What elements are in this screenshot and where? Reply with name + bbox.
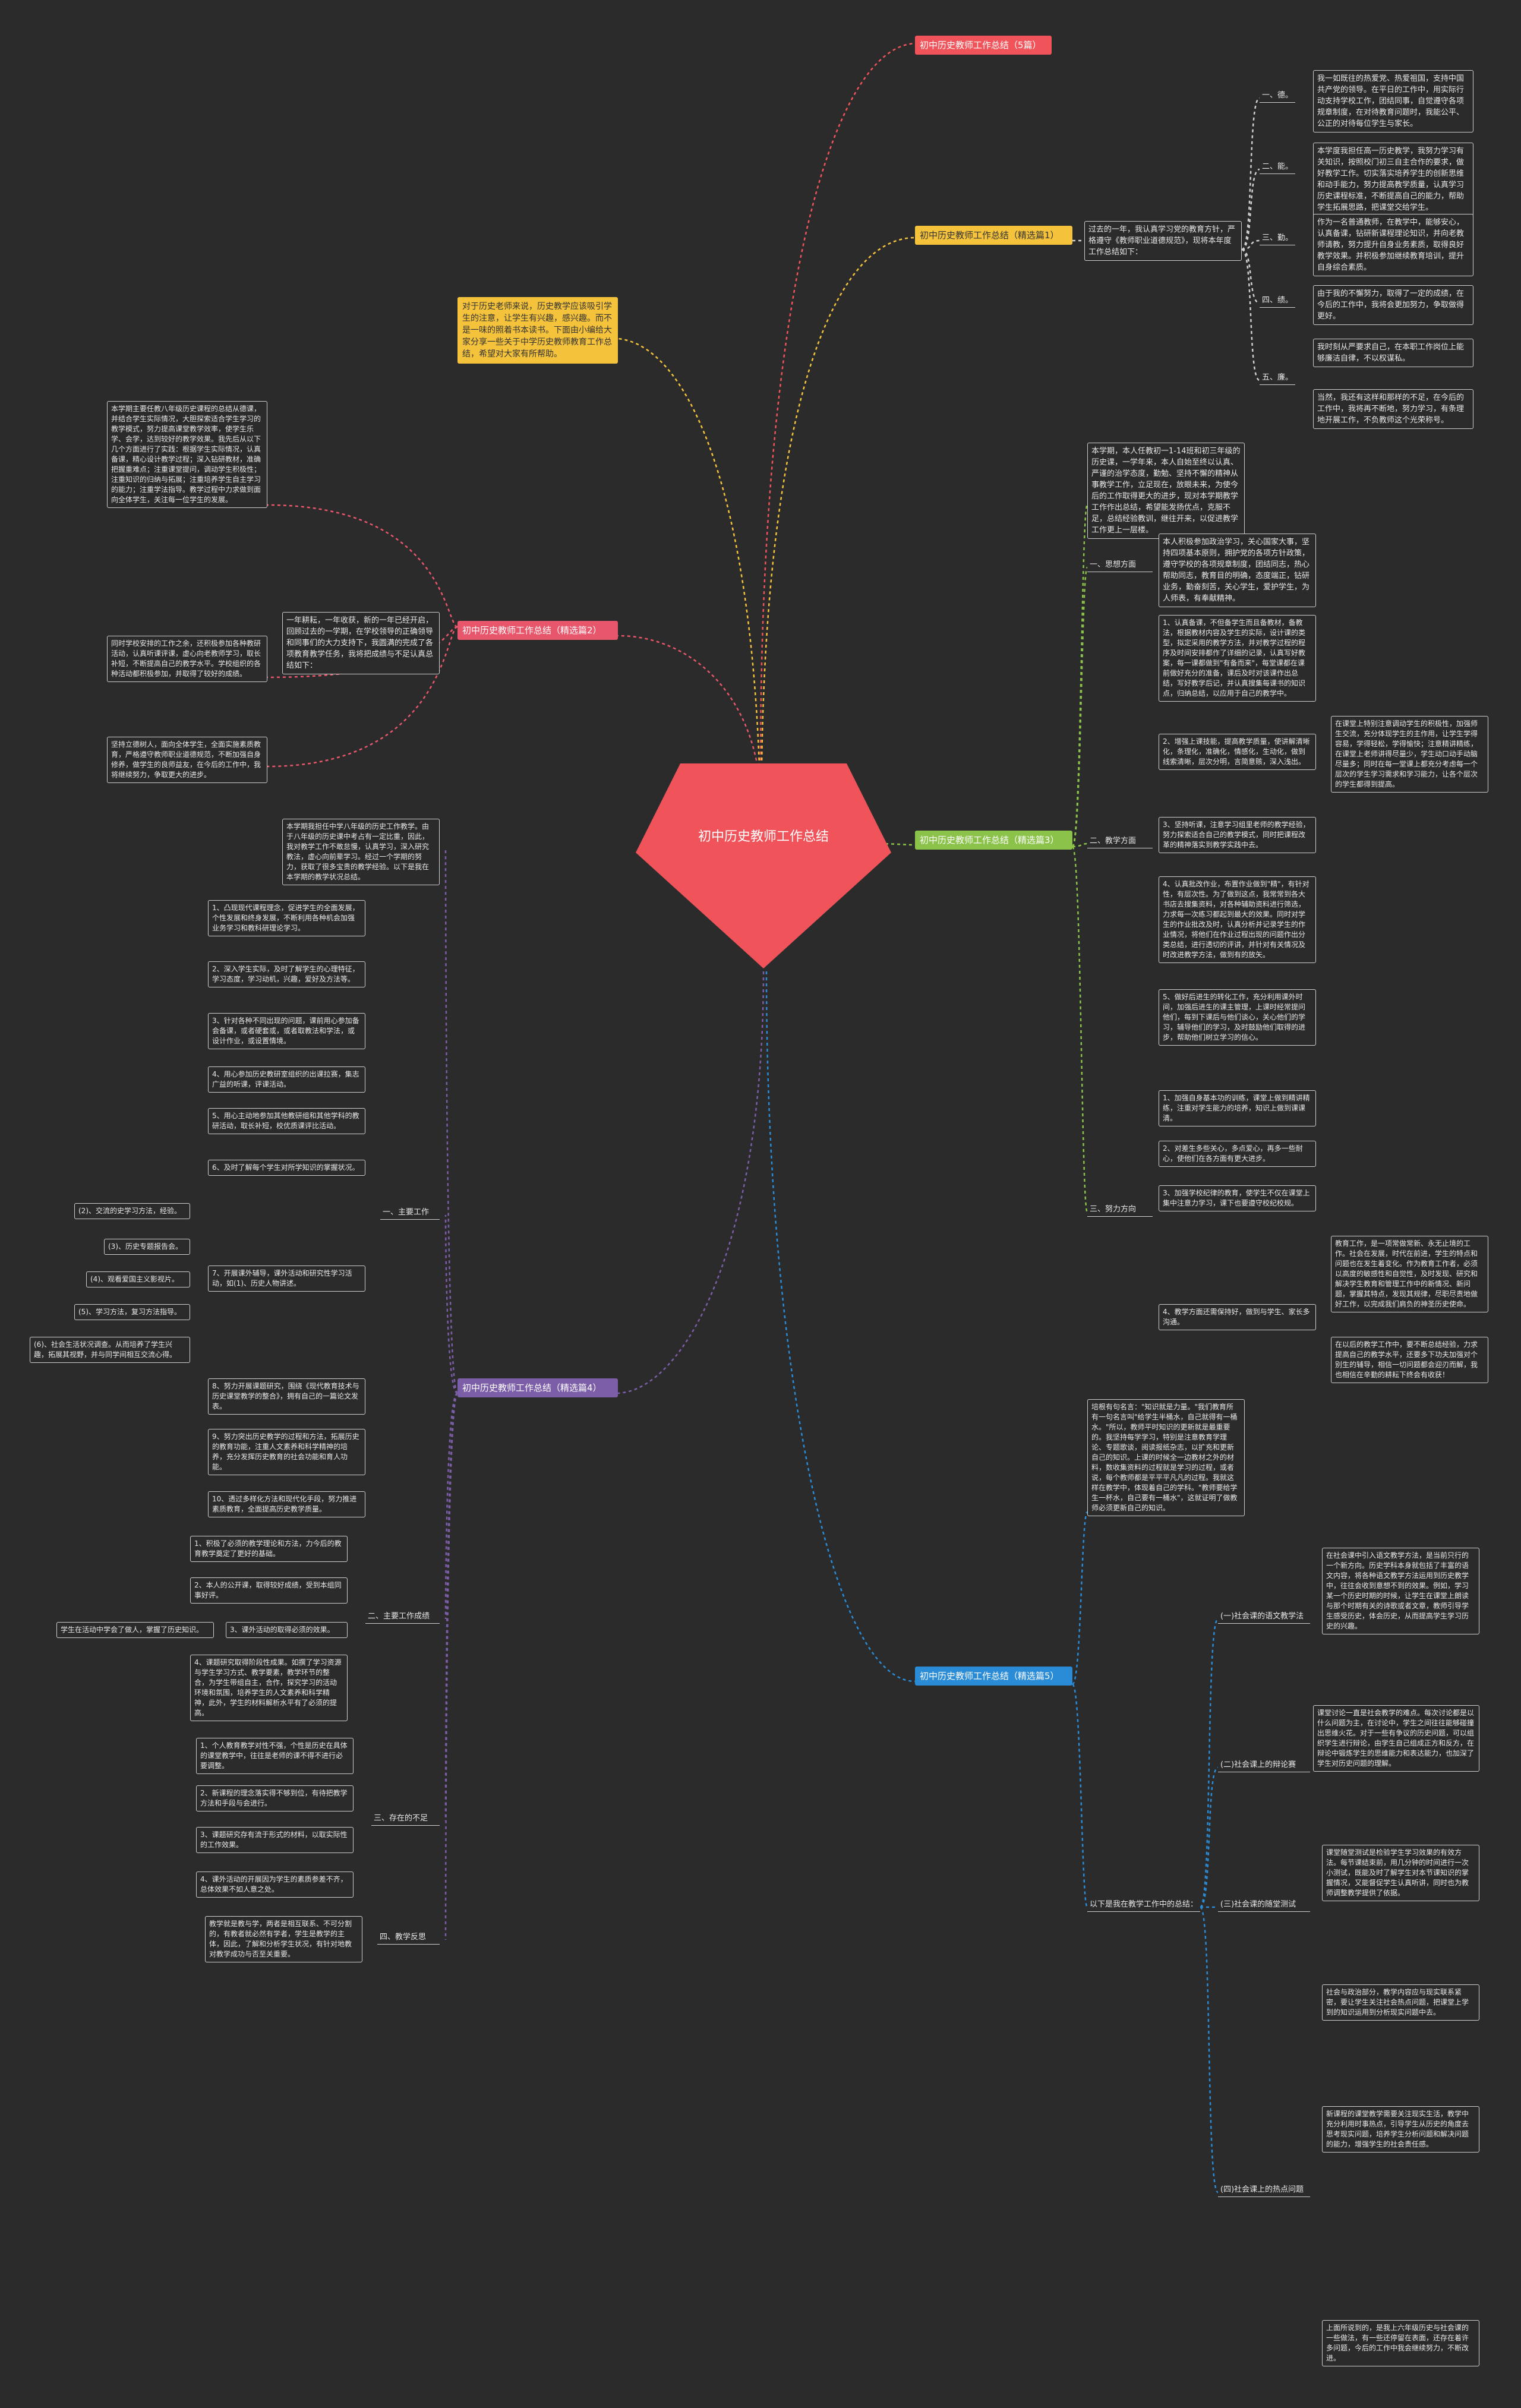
b2-lead: 过去的一年，我认真学习党的教育方针，严格遵守《教师职业道德规范》，现将本年度工作…	[1084, 221, 1242, 261]
branch-title-selected-5[interactable]: 初中历史教师工作总结（精选篇5）	[915, 1667, 1072, 1686]
b5-work-item-6: 6、及时了解每个学生对所学知识的掌握状况。	[208, 1160, 365, 1176]
b5-achievement-2: 2、本人的公开课，取得较好成绩，受到本组同事好评。	[190, 1577, 348, 1604]
b6-sub-chinese-method-text: 在社会课中引入语文教学方法，是当前只行的一个新方向。历史学科本身就包括了丰富的语…	[1322, 1548, 1479, 1634]
b5-work-item-4: 4、用心参加历史教研室组织的出课拉赛，集志广益的听课，评课活动。	[208, 1066, 365, 1093]
b6-sub-quiz-text: 课堂随堂测试是检验学生学习效果的有效方法。每节课结束前，用几分钟的时间进行一次小…	[1322, 1845, 1479, 1901]
center-topic-shape	[636, 763, 891, 968]
branch-title-selected-1[interactable]: 初中历史教师工作总结（精选篇1）	[915, 226, 1072, 245]
b5-achievement-4: 4、课题研究取得阶段性成果。如撰了学习资源与学生学习方式、教学要素，教学环节的整…	[190, 1655, 348, 1721]
b6-lead: 培根有句名言："知识就是力量。"我们教育所有一句名言叫"给学生半桶水，自己就得有…	[1087, 1399, 1245, 1516]
b5-shortcoming-3: 3、课题研究存有流于形式的材料，以取实际性的工作效果。	[196, 1827, 354, 1853]
branch-title-selected-4[interactable]: 初中历史教师工作总结（精选篇4）	[457, 1378, 618, 1397]
b4-sub-direction[interactable]: 三、努力方向	[1087, 1203, 1153, 1217]
b5-work-item-9: 9、努力突出历史教学的过程和方法，拓展历史的教育功能，注重人文素养和科学精神的培…	[208, 1429, 365, 1475]
b4-teaching-item-5: 5、做好后进生的转化工作，充分利用课外时间，加强后进生的课主管理，上课时经常提问…	[1159, 989, 1316, 1046]
b6-sub-chinese-method[interactable]: (一)社会课的语文教学法	[1218, 1610, 1310, 1624]
b4-direction-item-4: 4、教学方面还需保持好，做到与学生、家长多沟通。	[1159, 1304, 1316, 1330]
b4-teaching-item-3: 3、坚持听课，注意学习组里老师的教学经验，努力探索适合自己的教学模式，同时把课程…	[1159, 817, 1316, 853]
b6-sub-hot-topics-text3: 上面所说到的，是我上六年级历史与社会课的一些做法，有一些还停留在表面，还存在着许…	[1322, 2320, 1479, 2366]
b2-sub-de-text: 我一如既往的热爱党、热爱祖国，支持中国共产党的领导。在平日的工作中，用实际行动支…	[1313, 70, 1473, 132]
b2-sub-de[interactable]: 一、德。	[1260, 89, 1295, 103]
b5-activity-5: (5)、学习方法，复习方法指导。	[74, 1304, 190, 1320]
b5-activity-3: (3)、历史专题报告会。	[104, 1239, 190, 1255]
branch-title-five[interactable]: 初中历史教师工作总结（5篇）	[915, 36, 1052, 55]
b2-sub-ji[interactable]: 四、绩。	[1260, 294, 1295, 308]
b5-sub-reflection[interactable]: 四、教学反思	[377, 1931, 440, 1945]
b5-work-item-2: 2、深入学生实际，及时了解学生的心理特征，学习态度，学习动机，兴趣，爱好及方法等…	[208, 961, 365, 987]
b6-sub-debate-text: 课堂讨论一直是社会教学的难点。每次讨论都是以什么问题为主，在讨论中，学生之间往往…	[1313, 1705, 1479, 1772]
b4-direction-item-3: 3、加强学校纪律的教育，使学生不仅在课堂上集中注意力学习，课下也要遵守校纪校规。	[1159, 1185, 1316, 1211]
b2-sub-neng-text: 本学度我担任高一历史教学，我努力学习有关知识，按照校门初三自主合作的要求，做好教…	[1313, 143, 1473, 216]
b3-paragraph-3: 坚持立德树人，面向全体学生，全面实施素质教育，严格遵守教师职业道德规范，不断加强…	[107, 737, 267, 783]
b4-sub-thought[interactable]: 一、思想方面	[1087, 558, 1153, 572]
center-topic-title[interactable]: 初中历史教师工作总结	[698, 829, 829, 844]
b4-teaching-item-1: 1、认真备课，不但备学生而且备教材，备教法，根据教材内容及学生的实际，设计课的类…	[1159, 615, 1316, 702]
b6-sub-debate[interactable]: (二)社会课上的辩论赛	[1218, 1759, 1310, 1772]
b4-direction-item-1: 1、加强自身基本功的训练，课堂上做到精讲精练，注重对学生能力的培养，知识上做到课…	[1159, 1090, 1316, 1126]
b5-shortcoming-2: 2、新课程的理念落实得不够到位，有待把教学方法和手段与会进行。	[196, 1785, 354, 1811]
b6-mid[interactable]: 以下是我在教学工作中的总结：	[1087, 1898, 1200, 1912]
b4-sub-thought-text: 本人积极参加政治学习，关心国家大事，坚持四项基本原则，拥护党的各项方针政策，遵守…	[1159, 534, 1316, 607]
branch-title-selected-2[interactable]: 初中历史教师工作总结（精选篇2）	[457, 621, 618, 640]
b5-work-item-3: 3、针对各种不同出现的问题，课前用心参加备会备课，或者硬套或，或者取教法和学法，…	[208, 1013, 365, 1049]
b5-shortcoming-4: 4、课外活动的开展因为学生的素质参差不齐，总体效果不如人意之处。	[196, 1872, 354, 1898]
b6-sub-hot-topics-text: 社会与政治部分，教学内容应与现实联系紧密，要让学生关注社会热点问题，把课堂上学到…	[1322, 1984, 1479, 2021]
b5-achievement-leaf: 学生在活动中学会了做人，掌握了历史知识。	[56, 1622, 214, 1638]
b4-teaching-item-4: 4、认真批改作业，布置作业做到"精"，有针对性，有层次性。为了做到这点，我常常到…	[1159, 876, 1316, 963]
b2-sub-lian[interactable]: 五、廉。	[1260, 371, 1295, 385]
b5-work-item-5: 5、用心主动地参加其他教研组和其他学科的教研活动，取长补短，校优质课评比活动。	[208, 1108, 365, 1134]
b5-shortcoming-1: 1、个人教育教学对性不强，个性是历史在具体的课堂教学中，往往是老师的课不得不进行…	[196, 1738, 354, 1774]
b5-sub-work[interactable]: 一、主要工作	[380, 1206, 440, 1220]
b5-activity-6: (6)、社会生活状况调查。从而培养了学生兴趣，拓展其视野，并与同学间相互交流心得…	[30, 1337, 190, 1363]
b2-sub-ji-text: 由于我的不懈努力，取得了一定的成绩，在今后的工作中，我将会更加努力，争取做得更好…	[1313, 285, 1473, 325]
b5-sub-achievements[interactable]: 二、主要工作成绩	[365, 1610, 440, 1624]
b4-direction-item-2: 2、对差生多些关心，多点爱心，再多一些耐心，使他们在各方面有更大进步。	[1159, 1141, 1316, 1167]
b4-direction-aside-2: 在以后的教学工作中，要不断总结经验，力求提高自己的教学水平，还要多下功夫加强对个…	[1331, 1337, 1488, 1383]
b4-teaching-aside: 在课堂上特别注意调动学生的积极性，加强师生交流，充分体现学生的主作用，让学生学得…	[1331, 716, 1488, 793]
b5-achievement-1: 1、积极了必须的教学理论和方法，力今后的教育教学奠定了更好的基础。	[190, 1536, 348, 1562]
intro-note[interactable]: 对于历史老师来说，历史教学应该吸引学生的注意，让学生有兴趣，感兴趣。而不是一味的…	[457, 297, 618, 364]
b2-sub-qin[interactable]: 三、勤。	[1260, 232, 1295, 245]
b5-achievement-3: 3、课外活动的取得必须的效果。	[226, 1622, 348, 1638]
b4-lead: 本学期，本人任教初一1-14班和初三年级的历史课，一学年来，本人自始至终以认真、…	[1087, 443, 1245, 539]
b6-sub-hot-topics[interactable]: (四)社会课上的热点问题	[1218, 2183, 1310, 2197]
b5-reflection-text: 教学就是教与学，两者是相互联系、不可分割的，有教者就必然有学者，学生是教学的主体…	[205, 1916, 362, 1962]
b2-sub-lian-text2: 当然，我还有这样和那样的不足，在今后的工作中，我将再不断地，努力学习，有条理地开…	[1313, 389, 1473, 429]
b5-work-item-1: 1、凸现现代课程理念，促进学生的全面发展，个性发展和终身发展，不断利用各种机会加…	[208, 900, 365, 936]
b3-lead: 一年耕耘，一年收获，新的一年已经开启，回顾过去的一学期，在学校领导的正确领导和同…	[282, 612, 440, 674]
b5-work-item-10: 10、透过多样化方法和现代化手段，努力推进素质教育，全面提高历史教学质量。	[208, 1491, 365, 1517]
b2-sub-neng[interactable]: 二、能。	[1260, 160, 1295, 174]
b5-work-item-7: 7、开展课外辅导，课外活动和研究性学习活动，如(1)、历史人物讲述。	[208, 1265, 365, 1292]
b4-teaching-item-2: 2、增强上课技能，提高教学质量，使讲解清晰化，条理化，准确化，情感化，生动化，做…	[1159, 734, 1316, 770]
b5-activity-4: (4)、观看爱国主义影视片。	[86, 1271, 190, 1287]
b5-sub-shortcomings[interactable]: 三、存在的不足	[371, 1812, 440, 1826]
b3-paragraph-2: 同时学校安排的工作之余，还积极参加各种教研活动，认真听课评课，虚心向老教师学习，…	[107, 636, 267, 682]
b2-sub-lian-text: 我时刻从严要求自己，在本职工作岗位上能够廉洁自律，不以权谋私。	[1313, 339, 1473, 367]
b2-sub-qin-text: 作为一名普通教师，在教学中，能够安心，认真备课，钻研新课程理论知识，并向老教师请…	[1313, 214, 1473, 276]
b3-paragraph-1: 本学期主要任教八年级历史课程的总结从德课，并结合学生实际情况，大胆探索适合学生学…	[107, 401, 267, 508]
branch-title-selected-3[interactable]: 初中历史教师工作总结（精选篇3）	[915, 831, 1072, 850]
b5-activity-2: (2)、交流的史学习方法，经验。	[74, 1203, 190, 1219]
b6-sub-hot-topics-text2: 新课程的课堂教学需要关注现实生活，教学中充分利用时事热点，引导学生从历史的角度去…	[1322, 2106, 1479, 2153]
b5-lead: 本学期我担任中学八年级的历史工作教学。由于八年级的历史课中考占有一定比重，因此，…	[282, 819, 440, 885]
b5-work-item-8: 8、努力开展课题研究，围绕《现代教育技术与历史课堂教学的整合》，拥有自己的一篇论…	[208, 1378, 365, 1415]
b4-sub-teaching[interactable]: 二、教学方面	[1087, 835, 1153, 848]
b6-sub-quiz[interactable]: (三)社会课的随堂测试	[1218, 1898, 1310, 1912]
b4-direction-aside-1: 教育工作，是一项常做常新、永无止境的工作。社会在发展，时代在前进，学生的特点和问…	[1331, 1236, 1488, 1312]
